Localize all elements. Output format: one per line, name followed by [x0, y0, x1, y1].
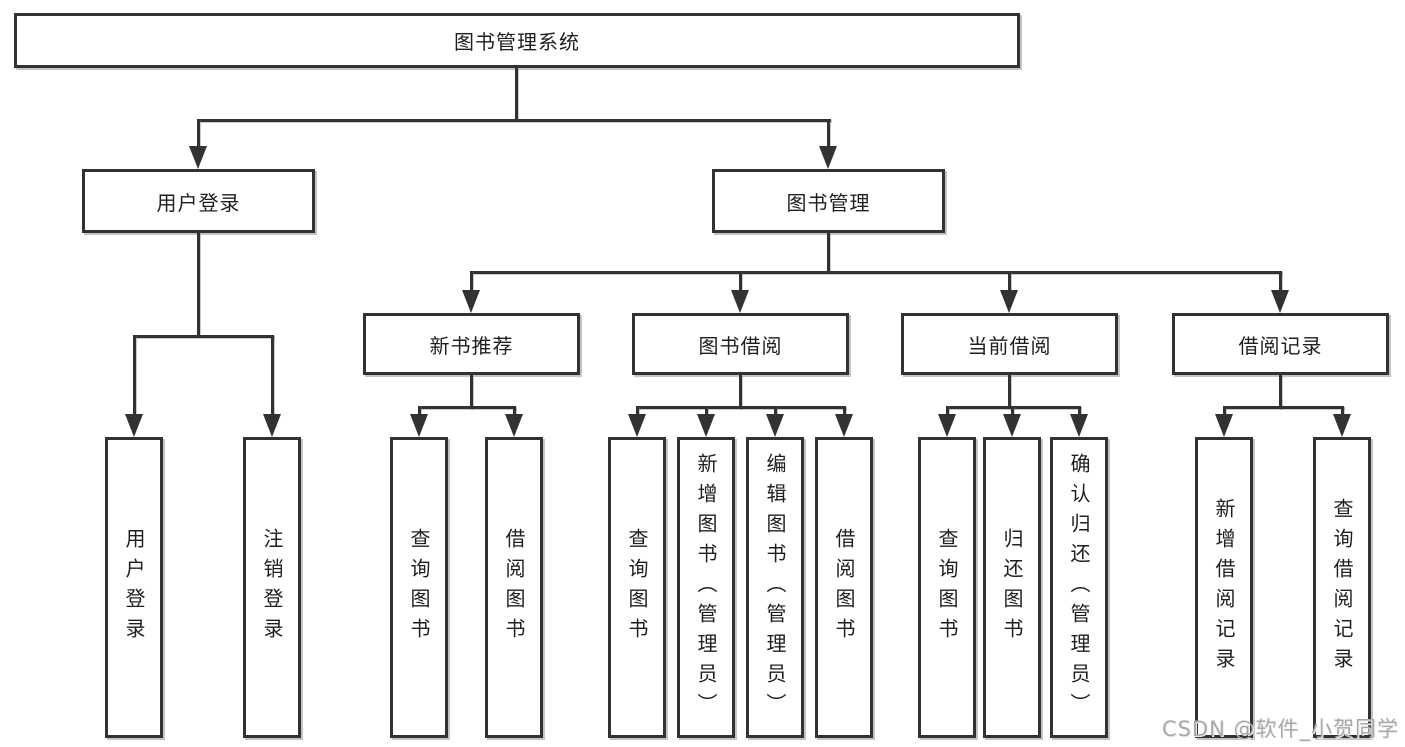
node-new-book-recommend: 新书推荐 — [363, 313, 580, 375]
connector-leaf-drop — [843, 406, 846, 418]
node-label: 借阅记录 — [1238, 333, 1323, 358]
arrow-into-leaf — [410, 414, 428, 437]
connector-leaf-drop — [946, 406, 949, 418]
connector-new-book-stem — [470, 375, 473, 409]
node-book-management: 图书管理 — [712, 169, 945, 233]
connector-leaf-drop — [636, 406, 639, 418]
connector-borrow-records-branch — [1223, 406, 1344, 409]
leaf-confirm-return-admin: 确认归还（管理员） — [1050, 437, 1108, 738]
connector-new-book-branch — [418, 406, 516, 409]
arrow-into-leaf — [1333, 414, 1351, 437]
connector-drop-book-borrow — [739, 271, 742, 293]
node-library-system: 图书管理系统 — [14, 13, 1020, 68]
arrow-into-book-management — [819, 146, 837, 169]
node-user-login: 用户登录 — [82, 169, 315, 233]
connector-drop-leaf-login — [133, 335, 136, 416]
node-label: 当前借阅 — [967, 333, 1052, 358]
connector-drop-book-management — [827, 119, 830, 149]
leaf-borrow-book: 借阅图书 — [815, 437, 873, 738]
connector-drop-leaf-logout — [271, 335, 274, 416]
node-label: 新书推荐 — [429, 333, 514, 358]
leaf-borrow-book-recommend: 借阅图书 — [485, 437, 543, 738]
leaf-label: 新增借阅记录 — [1212, 497, 1236, 678]
arrow-into-leaf — [1215, 414, 1233, 437]
node-label: 图书管理 — [786, 190, 871, 215]
connector-leaf-drop — [705, 406, 708, 418]
arrow-into-leaf — [697, 414, 715, 437]
leaf-add-borrow-record: 新增借阅记录 — [1195, 437, 1253, 738]
leaf-label: 注销登录 — [260, 527, 284, 648]
connector-drop-user-login — [197, 119, 200, 149]
arrow-into-leaf — [628, 414, 646, 437]
connector-book-management-stem — [827, 233, 830, 273]
connector-leaf-drop — [513, 406, 516, 418]
arrow-into-leaf-login — [125, 414, 143, 437]
node-current-borrow: 当前借阅 — [901, 313, 1118, 375]
connector-leaf-drop — [418, 406, 421, 418]
arrow-into-leaf — [835, 414, 853, 437]
node-label: 图书管理系统 — [454, 30, 580, 54]
arrow-into-current-borrow — [1000, 290, 1018, 313]
leaf-label: 查询图书 — [935, 527, 959, 648]
arrow-into-leaf — [766, 414, 784, 437]
leaf-label: 新增图书（管理员） — [694, 452, 718, 723]
connector-borrow-records-stem — [1279, 375, 1282, 409]
connector-leaf-drop — [1011, 406, 1014, 418]
arrow-into-leaf-logout — [263, 414, 281, 437]
arrow-into-user-login — [189, 146, 207, 169]
leaf-label: 查询借阅记录 — [1330, 497, 1354, 678]
leaf-query-book-recommend: 查询图书 — [390, 437, 448, 738]
leaf-label: 编辑图书（管理员） — [763, 452, 787, 723]
leaf-query-book-borrow: 查询图书 — [608, 437, 666, 738]
node-book-borrow: 图书借阅 — [632, 313, 849, 375]
arrow-into-borrow-records — [1271, 290, 1289, 313]
leaf-label: 借阅图书 — [832, 527, 856, 648]
arrow-into-leaf — [938, 414, 956, 437]
connector-user-login-branch — [133, 335, 274, 338]
connector-book-borrow-branch — [636, 406, 846, 409]
node-label: 用户登录 — [156, 190, 241, 215]
leaf-query-book-current: 查询图书 — [918, 437, 976, 738]
leaf-label: 查询图书 — [625, 527, 649, 648]
node-borrow-records: 借阅记录 — [1172, 313, 1389, 375]
connector-user-login-stem — [197, 233, 200, 337]
connector-leaf-drop — [1078, 406, 1081, 418]
leaf-label: 查询图书 — [407, 527, 431, 648]
connector-book-borrow-stem — [739, 375, 742, 409]
connector-leaf-drop — [1341, 406, 1344, 418]
connector-drop-current-borrow — [1008, 271, 1011, 293]
connector-book-management-branch — [470, 271, 1282, 274]
leaf-label: 归还图书 — [1000, 527, 1024, 648]
leaf-return-book: 归还图书 — [983, 437, 1041, 738]
arrow-into-new-book — [462, 290, 480, 313]
connector-drop-borrow-records — [1279, 271, 1282, 293]
connector-leaf-drop — [1223, 406, 1226, 418]
leaf-add-book-admin: 新增图书（管理员） — [677, 437, 735, 738]
leaf-label: 确认归还（管理员） — [1067, 452, 1091, 723]
connector-leaf-drop — [774, 406, 777, 418]
csdn-watermark: CSDN @软件_小贺同学 — [1161, 717, 1399, 741]
connector-root-stem — [515, 68, 518, 120]
arrow-into-book-borrow — [731, 290, 749, 313]
arrow-into-leaf — [1003, 414, 1021, 437]
node-label: 图书借阅 — [698, 333, 783, 358]
leaf-user-login: 用户登录 — [105, 437, 163, 738]
arrow-into-leaf — [1070, 414, 1088, 437]
connector-current-borrow-stem — [1008, 375, 1011, 409]
leaf-logout: 注销登录 — [243, 437, 301, 738]
connector-root-branch — [197, 119, 831, 122]
leaf-edit-book-admin: 编辑图书（管理员） — [746, 437, 804, 738]
leaf-label: 借阅图书 — [502, 527, 526, 648]
connector-drop-new-book — [470, 271, 473, 293]
leaf-query-borrow-record: 查询借阅记录 — [1313, 437, 1371, 738]
arrow-into-leaf — [505, 414, 523, 437]
leaf-label: 用户登录 — [122, 527, 146, 648]
